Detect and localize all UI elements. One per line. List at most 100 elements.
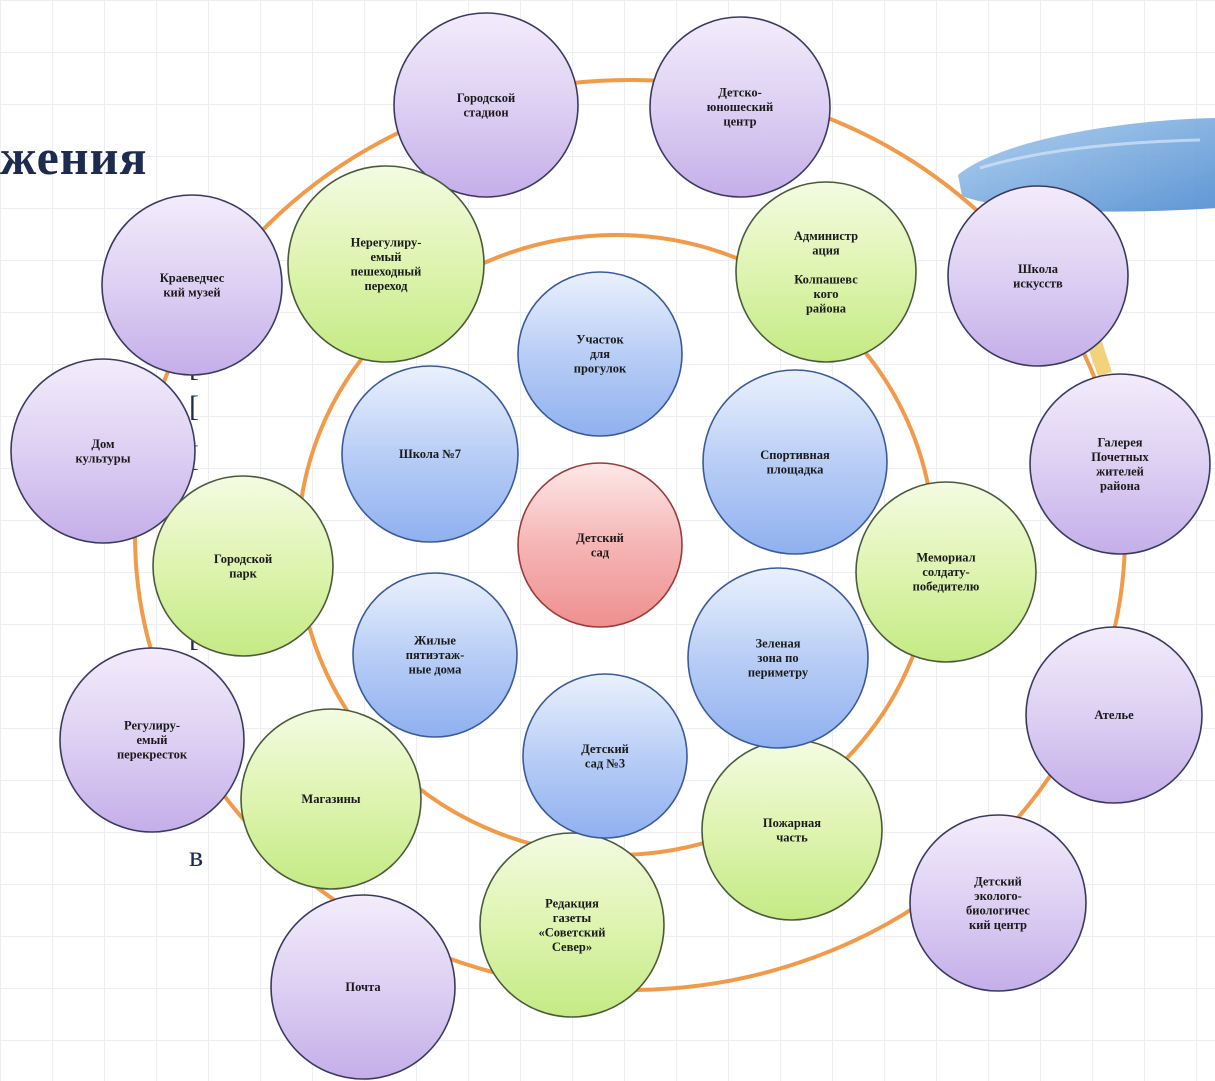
node-label-line: перекресток	[117, 748, 188, 762]
node-circle	[479, 832, 665, 1018]
node-circle	[287, 165, 485, 363]
node-circle	[522, 673, 688, 839]
node-label-line: переход	[365, 279, 409, 293]
node-circle	[101, 194, 283, 376]
node-circle	[947, 185, 1129, 367]
node-label-line: Зеленая	[756, 637, 801, 651]
node-label-line: жителей	[1096, 464, 1144, 478]
node-label-line: газеты	[553, 911, 592, 925]
node-label-line: Колпашевс	[794, 272, 858, 286]
node-shkola-7: Школа №7	[341, 365, 519, 543]
node-label-line: «Советский	[539, 925, 606, 939]
node-circle	[393, 12, 579, 198]
node-label-line: культуры	[75, 451, 130, 465]
node-label-line: Детский	[974, 874, 1022, 888]
node-pochta: Почта	[270, 894, 456, 1080]
node-label-line: Краеведчес	[160, 271, 225, 285]
node-label-line: пешеходный	[351, 264, 422, 278]
node-label-line: юношеский	[707, 100, 773, 114]
node-circle	[702, 369, 888, 555]
node-label-line: Администр	[794, 229, 858, 243]
node-label-line: Ателье	[1094, 708, 1134, 722]
node-label-line: района	[1100, 479, 1141, 493]
node-label-line: кий музей	[163, 285, 220, 299]
node-label-line: Городской	[214, 552, 272, 566]
node-label-line: ные дома	[409, 663, 462, 677]
node-label-line: района	[806, 301, 847, 315]
page-title: жения	[0, 129, 148, 185]
node-circle	[649, 16, 831, 198]
node-label-line: Детский	[576, 531, 624, 545]
node-magaziny: Магазины	[240, 708, 422, 890]
node-label-line: часть	[776, 830, 808, 844]
node-label-line: искусств	[1013, 276, 1063, 290]
node-label-line: прогулок	[574, 362, 627, 376]
node-label-line: Нерегулиру-	[351, 235, 422, 249]
node-circle	[1025, 626, 1203, 804]
node-circle	[855, 481, 1037, 663]
node-circle	[735, 181, 917, 363]
node-layer: ГородскойстадионДетско-юношескийцентрШко…	[10, 12, 1211, 1080]
node-label-line: зона по	[757, 651, 798, 665]
node-label-line: парк	[229, 566, 257, 580]
node-label-line: Регулиру-	[124, 719, 180, 733]
node-label-line: Школа №7	[399, 447, 461, 461]
node-label-line: Школа	[1018, 262, 1059, 276]
node-circle	[687, 567, 869, 749]
node-label-line: Почта	[345, 980, 381, 994]
node-circle	[517, 462, 683, 628]
node-circle	[1029, 373, 1211, 555]
node-circle	[352, 572, 518, 738]
node-label-line: Пожарная	[763, 816, 821, 830]
node-circle	[10, 358, 196, 544]
node-circle	[59, 647, 245, 833]
node-label-line: Жилые	[414, 634, 456, 648]
node-circle	[909, 814, 1087, 992]
node-label-line: Спортивная	[760, 448, 830, 462]
node-label-line: сад №3	[585, 756, 625, 770]
node-circle	[341, 365, 519, 543]
node-circle	[517, 271, 683, 437]
node-circle	[240, 708, 422, 890]
node-label-line: для	[590, 347, 610, 361]
node-label-line: Север»	[552, 940, 592, 954]
node-label-line: Почетных	[1091, 450, 1149, 464]
node-label-line: эколого-	[974, 889, 1022, 903]
node-circle	[270, 894, 456, 1080]
node-label-line: Редакция	[545, 896, 599, 910]
node-label-line: победителю	[913, 580, 980, 594]
node-label-line: емый	[136, 733, 167, 747]
node-label-line: Мемориал	[916, 551, 975, 565]
node-label-line: Детско-	[718, 86, 762, 100]
node-label-line: центр	[723, 115, 756, 129]
node-label-line: Детский	[581, 742, 629, 756]
node-label-line: площадка	[767, 462, 825, 476]
node-label-line: Магазины	[301, 792, 360, 806]
node-label-line: периметру	[748, 666, 809, 680]
node-label-line: биологичес	[966, 903, 1030, 917]
node-label-line: солдату-	[922, 565, 969, 579]
node-label-line: кий центр	[969, 918, 1027, 932]
node-label-line: Дом	[91, 437, 115, 451]
node-label-line: ация	[812, 243, 840, 257]
node-circle	[152, 475, 334, 657]
node-label-line: Участок	[576, 333, 624, 347]
node-label-line: Городской	[457, 91, 515, 105]
